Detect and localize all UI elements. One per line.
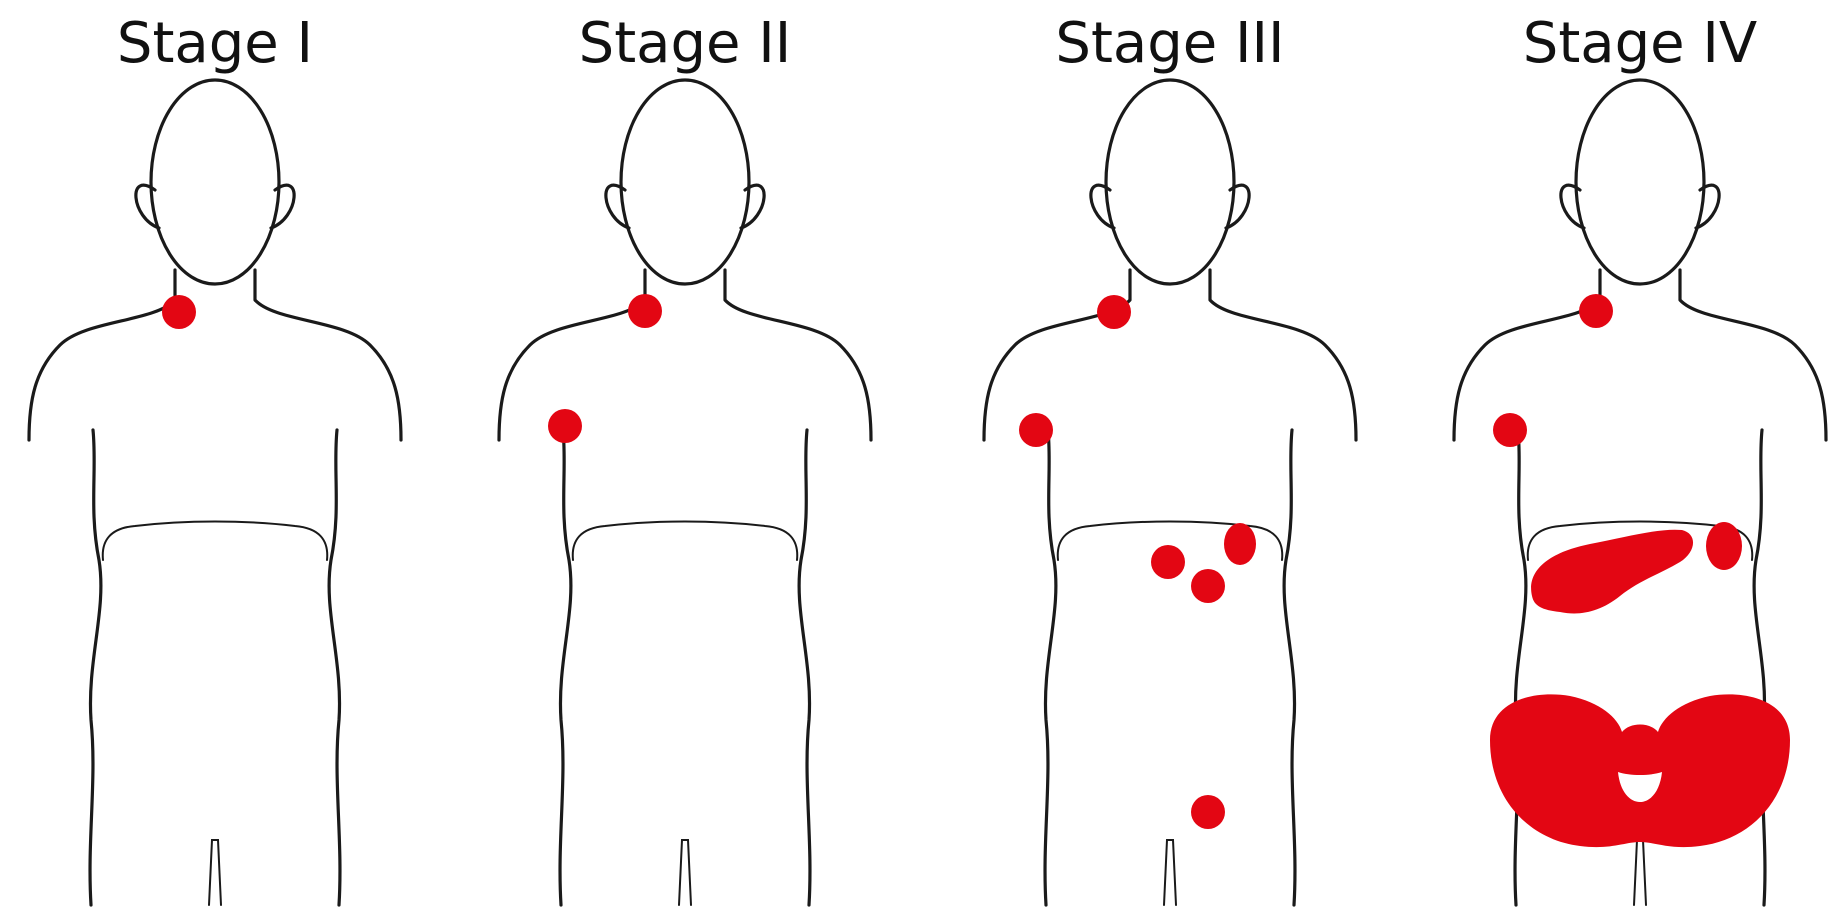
neck-lymph-node <box>1579 294 1613 328</box>
neck-lymph-node <box>1097 295 1131 329</box>
pelvic-bone-marrow-lesion <box>1490 694 1790 847</box>
stage-1-figure <box>29 80 401 905</box>
abdominal-lymph-node <box>1151 545 1185 579</box>
neck-lymph-node <box>628 294 662 328</box>
body-outline <box>499 80 871 905</box>
axilla-lymph-node <box>548 409 582 443</box>
groin-lymph-node <box>1191 795 1225 829</box>
stage-4-figure <box>1454 80 1826 905</box>
stage-title: Stage IV <box>1523 11 1757 76</box>
neck-lymph-node <box>162 295 196 329</box>
stage-3-figure <box>984 80 1356 905</box>
body-outline <box>984 80 1356 905</box>
liver-lesion <box>1531 530 1693 614</box>
stage-title: Stage III <box>1055 11 1284 76</box>
spleen-lesion <box>1224 523 1256 565</box>
stage-2-figure <box>499 80 871 905</box>
abdominal-lymph-node <box>1191 569 1225 603</box>
axilla-lymph-node <box>1019 413 1053 447</box>
body-outline <box>29 80 401 905</box>
spleen-lesion <box>1706 522 1742 570</box>
stage-title: Stage I <box>117 11 313 76</box>
axilla-lymph-node <box>1493 413 1527 447</box>
stage-title: Stage II <box>579 11 792 76</box>
